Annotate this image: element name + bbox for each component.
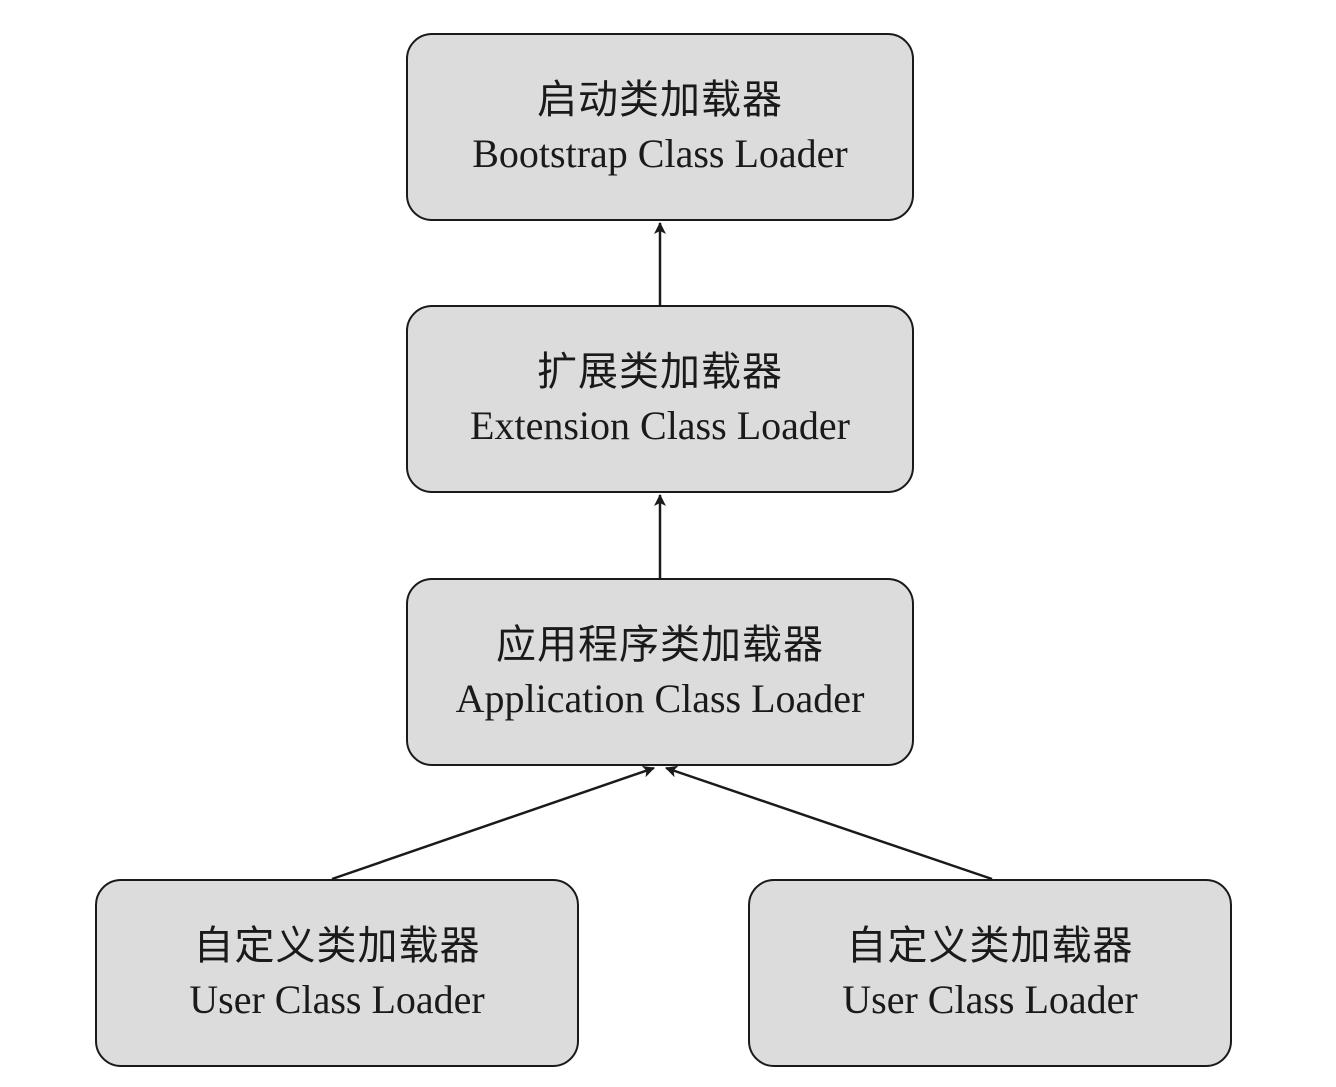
edge-user-2-to-application — [665, 765, 993, 881]
node-user-class-loader-left: 自定义类加载器 User Class Loader — [95, 879, 579, 1067]
node-extension-class-loader: 扩展类加载器 Extension Class Loader — [406, 305, 914, 493]
node-label-zh: 扩展类加载器 — [537, 349, 783, 395]
node-label-en: User Class Loader — [842, 977, 1138, 1022]
node-application-class-loader: 应用程序类加载器 Application Class Loader — [406, 578, 914, 766]
edge-user-1-to-application — [331, 765, 655, 881]
node-label-en: User Class Loader — [189, 977, 485, 1022]
node-label-zh: 自定义类加载器 — [846, 923, 1134, 969]
node-label-en: Extension Class Loader — [470, 403, 850, 448]
node-bootstrap-class-loader: 启动类加载器 Bootstrap Class Loader — [406, 33, 914, 221]
node-label-en: Bootstrap Class Loader — [472, 131, 848, 176]
node-label-zh: 自定义类加载器 — [193, 923, 481, 969]
node-user-class-loader-right: 自定义类加载器 User Class Loader — [748, 879, 1232, 1067]
node-label-zh: 启动类加载器 — [537, 77, 783, 123]
node-label-en: Application Class Loader — [455, 676, 865, 721]
node-label-zh: 应用程序类加载器 — [496, 622, 824, 668]
